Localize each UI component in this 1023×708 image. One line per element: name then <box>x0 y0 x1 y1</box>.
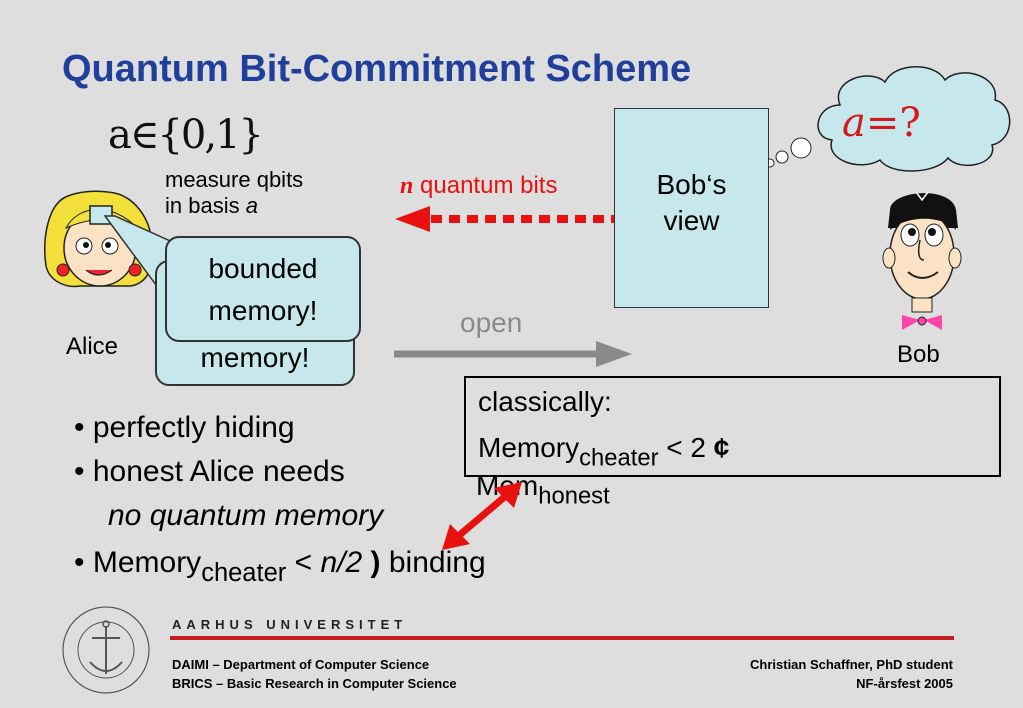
bullet-hiding: • perfectly hiding <box>74 411 295 444</box>
mem-cheater-sub: cheater <box>579 444 659 472</box>
quantum-bits-arrow <box>395 206 622 232</box>
open-label: open <box>460 307 523 338</box>
memory-cheater-classic: Memorycheater < 2 ¢ <box>478 432 729 472</box>
bounded-memory-box: bounded memory! <box>165 236 361 342</box>
bullet-honest: • honest Alice needs <box>74 455 345 488</box>
open-arrow <box>394 341 632 367</box>
footer-right: Christian Schaffner, PhD student NF-årsf… <box>750 655 953 693</box>
bullet3-paren: ) <box>370 546 381 579</box>
bobs-view-line2: view <box>663 205 720 236</box>
alice-label: Alice <box>66 333 119 360</box>
footer-left-line1: DAIMI – Department of Computer Science <box>172 657 430 672</box>
red-double-arrow <box>442 482 522 550</box>
bobs-view-box: Bob‘s view <box>614 108 769 308</box>
cloud-formula: a=? <box>842 100 921 146</box>
measure-prefix: in basis <box>165 193 240 218</box>
cent-symbol: ¢ <box>713 432 730 463</box>
mem-cheater-main: Memory <box>478 432 580 463</box>
bob-avatar <box>882 191 962 330</box>
slide-title: Quantum Bit-Commitment Scheme <box>62 48 692 90</box>
memory-back-label: memory! <box>200 342 310 373</box>
bullet-list: • perfectly hiding • honest Alice needs … <box>74 406 383 538</box>
mem-honest-sub: honest <box>538 482 610 510</box>
bullet3-lt: < <box>294 546 313 579</box>
measure-text: measure qbits in basis a <box>165 167 303 219</box>
measure-line1: measure qbits <box>165 167 304 192</box>
bounded-line1: bounded <box>208 253 318 284</box>
measure-var: a <box>245 193 258 218</box>
footer-university: AARHUS UNIVERSITET <box>172 617 408 632</box>
bullet-binding: • Memorycheater < n/2 ) binding <box>74 546 486 588</box>
footer-left: DAIMI – Department of Computer Science B… <box>172 655 457 693</box>
cloud-var: a <box>842 100 866 146</box>
quantum-bits-n: n <box>400 173 414 199</box>
cloud-rest: =? <box>865 100 921 146</box>
mem-cheater-rest: < 2 <box>666 432 706 463</box>
math-ghost: a∈{0,1} <box>108 112 264 158</box>
footer-right-line1: Christian Schaffner, PhD student <box>750 657 953 672</box>
quantum-bits-label: n quantum bits <box>400 172 557 200</box>
bullet3-sub: cheater <box>201 558 287 587</box>
bob-label: Bob <box>897 341 940 368</box>
bounded-line2: memory! <box>208 295 318 326</box>
classically-box: classically: Memorycheater < 2 ¢ <box>464 376 1001 477</box>
footer-divider <box>170 636 954 640</box>
bullet3-rest: binding <box>388 546 486 579</box>
bullet3-n: n/2 <box>320 546 363 579</box>
measure-line2: in basis a <box>165 193 303 219</box>
bullet3-main: • Memory <box>74 546 202 579</box>
quantum-bits-text: quantum bits <box>420 172 558 199</box>
bullet-no-quantum-memory: no quantum memory <box>108 499 384 532</box>
footer-right-line2: NF-årsfest 2005 <box>856 676 953 691</box>
alice-avatar <box>44 190 154 288</box>
bobs-view-line1: Bob‘s <box>656 169 727 200</box>
university-seal <box>62 606 150 694</box>
classically-label: classically: <box>478 386 612 417</box>
footer-left-line2: BRICS – Basic Research in Computer Scien… <box>172 676 457 691</box>
thought-cloud <box>765 66 1011 172</box>
